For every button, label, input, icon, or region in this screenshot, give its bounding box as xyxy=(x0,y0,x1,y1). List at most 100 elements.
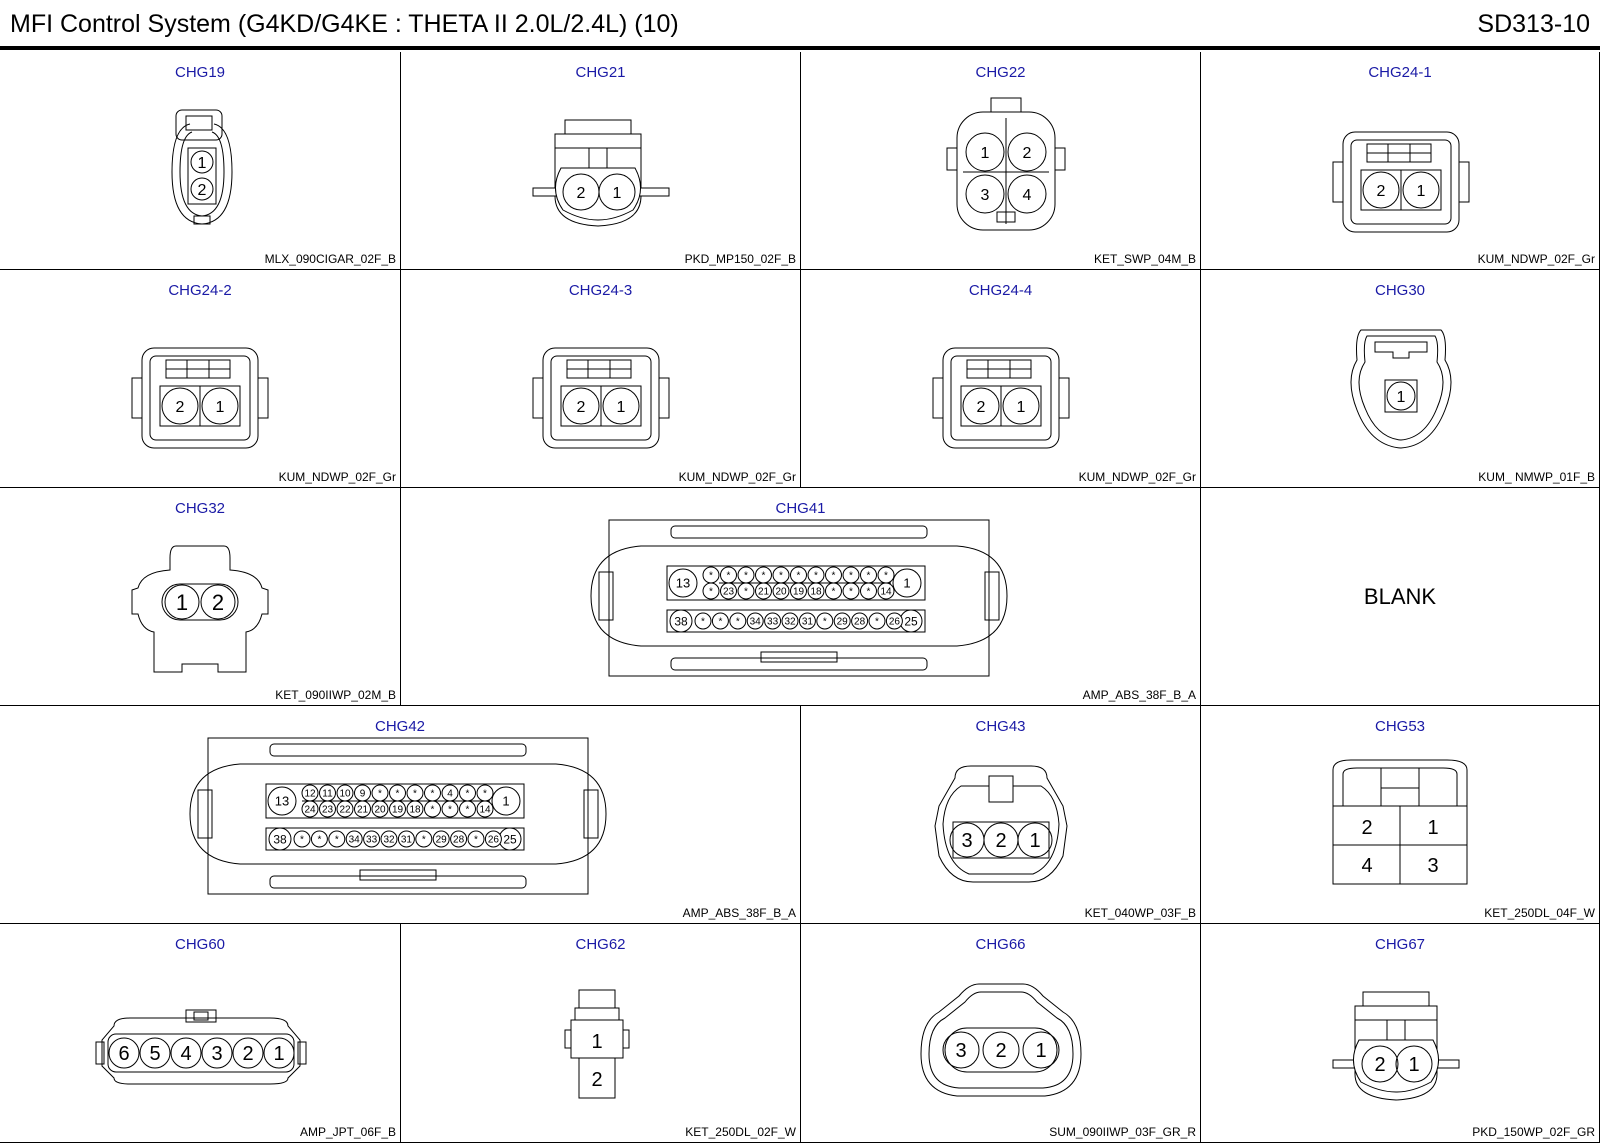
pin-circle xyxy=(467,830,485,848)
pin-label: 24 xyxy=(304,805,316,816)
pin-label: 1 xyxy=(1408,1054,1419,1076)
cell-chg21: 2 1 CHG21 PKD_MP150_02F_B xyxy=(401,52,801,270)
pin-label: 2 xyxy=(1023,145,1032,162)
connector-chg30-drawing: 1 xyxy=(1350,329,1452,449)
cell-chg66: 3 2 1 CHG66 SUM_090IIWP_03F_GR_R xyxy=(801,924,1201,1143)
pin-circle xyxy=(816,612,834,630)
pin-circle xyxy=(668,568,698,598)
pin-label: 28 xyxy=(854,617,866,628)
connector-chg43-drawing: 3 2 1 xyxy=(934,765,1068,883)
pin-circle xyxy=(319,800,336,818)
connector-id: CHG42 xyxy=(374,718,426,735)
pin-label: 26 xyxy=(488,835,500,846)
pin-label: 3 xyxy=(1427,855,1438,877)
pin-circle xyxy=(301,800,319,818)
pin-label: 32 xyxy=(784,617,796,628)
pin-label: 1 xyxy=(273,1043,284,1065)
pin-circle xyxy=(781,612,799,630)
connector-id: CHG21 xyxy=(575,64,626,81)
connector-id: CHG22 xyxy=(975,64,1026,81)
pin-label: * xyxy=(378,789,382,800)
pin-circle xyxy=(459,800,476,818)
pin-label: 28 xyxy=(453,835,465,846)
connector-chg19-drawing: 1 2 xyxy=(171,109,233,225)
connector-chg24-4-drawing: 2 1 xyxy=(932,347,1070,449)
pin-label: * xyxy=(797,571,801,582)
pin-label: 10 xyxy=(339,789,351,800)
connector-part-number: KET_090IIWP_02M_B xyxy=(275,688,396,702)
pin-label: * xyxy=(849,571,853,582)
connector-part-number: KUM_NDWP_02F_Gr xyxy=(1477,252,1595,266)
pin-label: * xyxy=(744,571,748,582)
connector-id: CHG66 xyxy=(975,936,1026,953)
page-title: MFI Control System (G4KD/G4KE : THETA II… xyxy=(10,10,679,38)
connector-chg32-drawing: 1 2 xyxy=(131,545,269,673)
pin-label: * xyxy=(832,587,836,598)
cell-chg24-4: 2 1 CHG24-4 KUM_NDWP_02F_Gr xyxy=(801,270,1201,488)
connector-id: CHG60 xyxy=(174,936,226,953)
pin-circle xyxy=(842,582,860,600)
pin-circle xyxy=(746,612,764,630)
cell-chg43: 3 2 1 CHG43 KET_040WP_03F_B xyxy=(801,706,1201,924)
pin-label: 2 xyxy=(176,399,185,416)
pin-label: * xyxy=(300,835,304,846)
pin-circle xyxy=(293,830,311,848)
connector-id: CHG30 xyxy=(1374,282,1426,299)
pin-circle xyxy=(380,830,398,848)
pin-label: 33 xyxy=(767,617,779,628)
connector-chg67-drawing: 2 1 xyxy=(1332,991,1460,1101)
connector-part-number: KUM_NDWP_02F_Gr xyxy=(278,470,396,484)
pin-label: * xyxy=(422,835,426,846)
connector-part-number: KUM_NDWP_02F_Gr xyxy=(678,470,796,484)
pin-label: * xyxy=(483,789,487,800)
pin-label: * xyxy=(431,789,435,800)
pin-circle xyxy=(406,800,424,818)
pin-circle xyxy=(711,612,729,630)
connector-part-number: AMP_ABS_38F_B_A xyxy=(1082,688,1196,702)
pin-label: 21 xyxy=(357,805,369,816)
pin-circle xyxy=(885,612,903,630)
cell-chg62: 1 2 CHG62 KET_250DL_02F_W xyxy=(401,924,801,1143)
pin-circle xyxy=(755,582,772,600)
pin-circle xyxy=(825,582,842,600)
pin-label: * xyxy=(431,805,435,816)
pin-circle xyxy=(268,827,292,851)
pin-label: 1 xyxy=(981,145,990,162)
pin-circle xyxy=(108,1037,140,1069)
pin-circle xyxy=(354,800,371,818)
cell-chg53: 2 1 4 3 CHG53 KET_250DL_04F_W xyxy=(1201,706,1600,924)
cell-chg67: 2 1 CHG67 PKD_150WP_02F_GR xyxy=(1201,924,1600,1143)
pin-label: 2 xyxy=(995,1040,1006,1062)
pin-circle xyxy=(833,612,851,630)
pin-label: 19 xyxy=(392,805,404,816)
pin-circle xyxy=(232,1037,264,1069)
connector-id: CHG24-1 xyxy=(1368,64,1432,81)
cell-chg22: 1 2 3 4 CHG22 KET_SWP_04M_B xyxy=(801,52,1201,270)
pin-label: 9 xyxy=(360,789,366,800)
pin-label: 1 xyxy=(617,399,626,416)
pin-label: 1 xyxy=(903,576,910,591)
pin-circle xyxy=(790,582,807,600)
connector-id: CHG53 xyxy=(1374,718,1426,735)
pin-label: 3 xyxy=(981,187,990,204)
connector-chg62-drawing: 1 2 xyxy=(564,989,630,1099)
pin-label: 2 xyxy=(591,1069,602,1091)
pin-circle xyxy=(345,830,363,848)
pin-label: 34 xyxy=(750,617,762,628)
pin-label: 3 xyxy=(211,1043,222,1065)
cell-chg24-3: 2 1 CHG24-3 KUM_NDWP_02F_Gr xyxy=(401,270,801,488)
pin-label: 22 xyxy=(339,805,351,816)
pin-label: * xyxy=(762,571,766,582)
pin-label: 31 xyxy=(802,617,814,628)
pin-label: 2 xyxy=(577,399,586,416)
pin-label: 21 xyxy=(758,587,770,598)
blank-label: BLANK xyxy=(1363,584,1437,609)
pin-label: * xyxy=(413,789,417,800)
cell-chg32: 1 2 CHG32 KET_090IIWP_02M_B xyxy=(0,488,401,706)
pin-label: 18 xyxy=(409,805,421,816)
